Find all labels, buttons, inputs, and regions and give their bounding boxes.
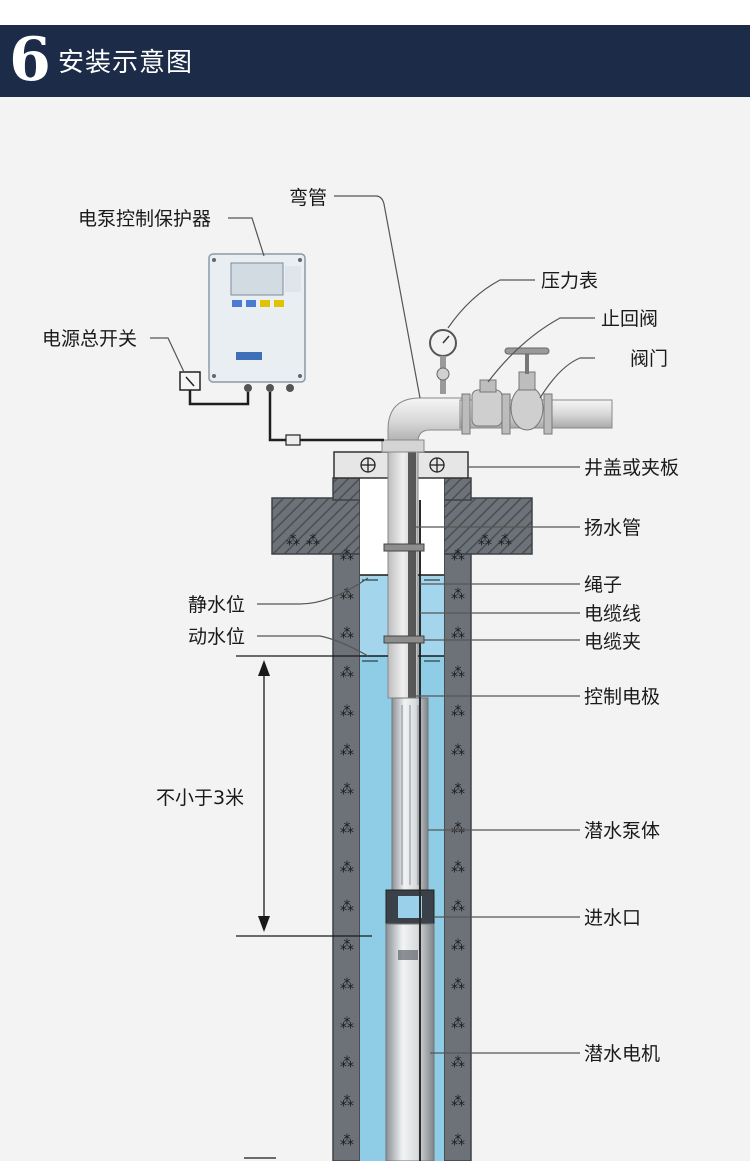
wall-texture-mark: ⁂ [451, 938, 465, 954]
wall-texture-mark: ⁂ [451, 743, 465, 759]
wall-texture-mark: ⁂ [340, 665, 354, 681]
label-controller: 电泵控制保护器 [78, 208, 211, 230]
wall-texture-mark: ⁂ [451, 1055, 465, 1071]
label-pressure-gauge: 压力表 [541, 270, 598, 292]
label-pump-body: 潜水泵体 [584, 820, 660, 842]
wall-texture-mark: ⁂ [498, 533, 512, 549]
wall-texture-mark: ⁂ [451, 665, 465, 681]
top-strip [0, 0, 750, 25]
wall-texture-mark: ⁂ [451, 1094, 465, 1110]
wall-texture-mark: ⁂ [340, 587, 354, 603]
section-number: 6 [9, 25, 51, 95]
labels: 弯管 电泵控制保护器 电源总开关 压力表 止回阀 阀门 井盖或夹板 扬水管 静水… [42, 187, 679, 1065]
well-collar-left [332, 477, 361, 501]
label-valve: 阀门 [630, 348, 668, 370]
wall-texture-mark: ⁂ [451, 548, 465, 564]
well-slab-left [271, 497, 361, 555]
wall-texture-mark: ⁂ [451, 587, 465, 603]
wall-texture-mark: ⁂ [451, 977, 465, 993]
wall-marks: ⁂ ⁂ ⁂ ⁂ ⁂ ⁂ ⁂ ⁂ ⁂ ⁂ ⁂ ⁂ ⁂ ⁂ ⁂ ⁂ ⁂ ⁂ ⁂ ⁂ ⁂ ⁂ ⁂ ⁂ ⁂ ⁂ ⁂ ⁂ ⁂ ⁂ ⁂ ⁂ ⁂ ⁂ ⁂ ⁂ [286, 533, 512, 1149]
pump-motor [385, 923, 435, 1161]
wiring [188, 388, 384, 442]
cable-clip-1 [383, 543, 425, 552]
wall-texture-mark: ⁂ [451, 821, 465, 837]
label-cable: 电缆线 [584, 603, 641, 625]
section-header: 6 安装示意图 [0, 25, 750, 97]
wall-texture-mark: ⁂ [451, 1133, 465, 1149]
wall-texture-mark: ⁂ [340, 626, 354, 642]
wall-texture-mark: ⁂ [306, 533, 320, 549]
wall-texture-mark: ⁂ [286, 533, 300, 549]
well-slab-right [443, 497, 533, 555]
pump-unit [383, 500, 435, 1161]
wall-texture-mark: ⁂ [451, 860, 465, 876]
wall-texture-mark: ⁂ [340, 704, 354, 720]
wall-texture-mark: ⁂ [340, 860, 354, 876]
label-bend-pipe: 弯管 [289, 187, 327, 209]
label-check-valve: 止回阀 [601, 308, 658, 330]
wall-texture-mark: ⁂ [478, 533, 492, 549]
cable-clip-2 [383, 635, 425, 644]
label-min-depth: 不小于3米 [156, 787, 244, 809]
pipework [381, 329, 613, 710]
label-riser-pipe: 扬水管 [584, 517, 641, 539]
gate-valve [510, 385, 544, 431]
wall-texture-mark: ⁂ [340, 938, 354, 954]
label-main-switch: 电源总开关 [42, 328, 137, 350]
label-well-cover: 井盖或夹板 [584, 457, 679, 479]
wall-texture-mark: ⁂ [451, 1016, 465, 1032]
wall-texture-mark: ⁂ [340, 782, 354, 798]
wall-texture-mark: ⁂ [340, 1016, 354, 1032]
wall-texture-mark: ⁂ [340, 743, 354, 759]
wall-texture-mark: ⁂ [340, 1055, 354, 1071]
well-collar-right [443, 477, 472, 501]
wall-texture-mark: ⁂ [451, 626, 465, 642]
wall-texture-mark: ⁂ [451, 782, 465, 798]
installation-diagram: ⁂ ⁂ ⁂ ⁂ ⁂ ⁂ ⁂ ⁂ ⁂ ⁂ ⁂ ⁂ ⁂ ⁂ ⁂ ⁂ ⁂ ⁂ ⁂ ⁂ ⁂ ⁂ ⁂ ⁂ ⁂ ⁂ ⁂ ⁂ ⁂ ⁂ ⁂ ⁂ ⁂ ⁂ ⁂ ⁂ [42, 187, 679, 1161]
depth-dimension [236, 655, 372, 1159]
wall-texture-mark: ⁂ [340, 899, 354, 915]
bend-pipe [387, 397, 463, 446]
wall-texture-mark: ⁂ [340, 1133, 354, 1149]
wall-texture-mark: ⁂ [451, 704, 465, 720]
wall-texture-mark: ⁂ [340, 821, 354, 837]
label-dynamic-level: 动水位 [188, 626, 245, 648]
label-cable-clip: 电缆夹 [584, 631, 641, 653]
label-rope: 绳子 [584, 574, 622, 596]
main-switch [179, 371, 201, 391]
leader-lines [150, 195, 595, 1054]
wall-texture-mark: ⁂ [340, 1094, 354, 1110]
wall-texture-mark: ⁂ [340, 548, 354, 564]
wall-texture-mark: ⁂ [451, 899, 465, 915]
label-water-inlet: 进水口 [584, 907, 641, 929]
controller-box [208, 253, 306, 392]
wire-connector [285, 434, 301, 446]
label-control-electrode: 控制电极 [584, 686, 660, 708]
wall-texture-mark: ⁂ [340, 977, 354, 993]
label-static-level: 静水位 [188, 594, 245, 616]
controller-display [230, 262, 284, 296]
label-motor: 潜水电机 [584, 1043, 660, 1065]
section-title: 安装示意图 [58, 48, 194, 78]
check-valve [471, 389, 503, 427]
